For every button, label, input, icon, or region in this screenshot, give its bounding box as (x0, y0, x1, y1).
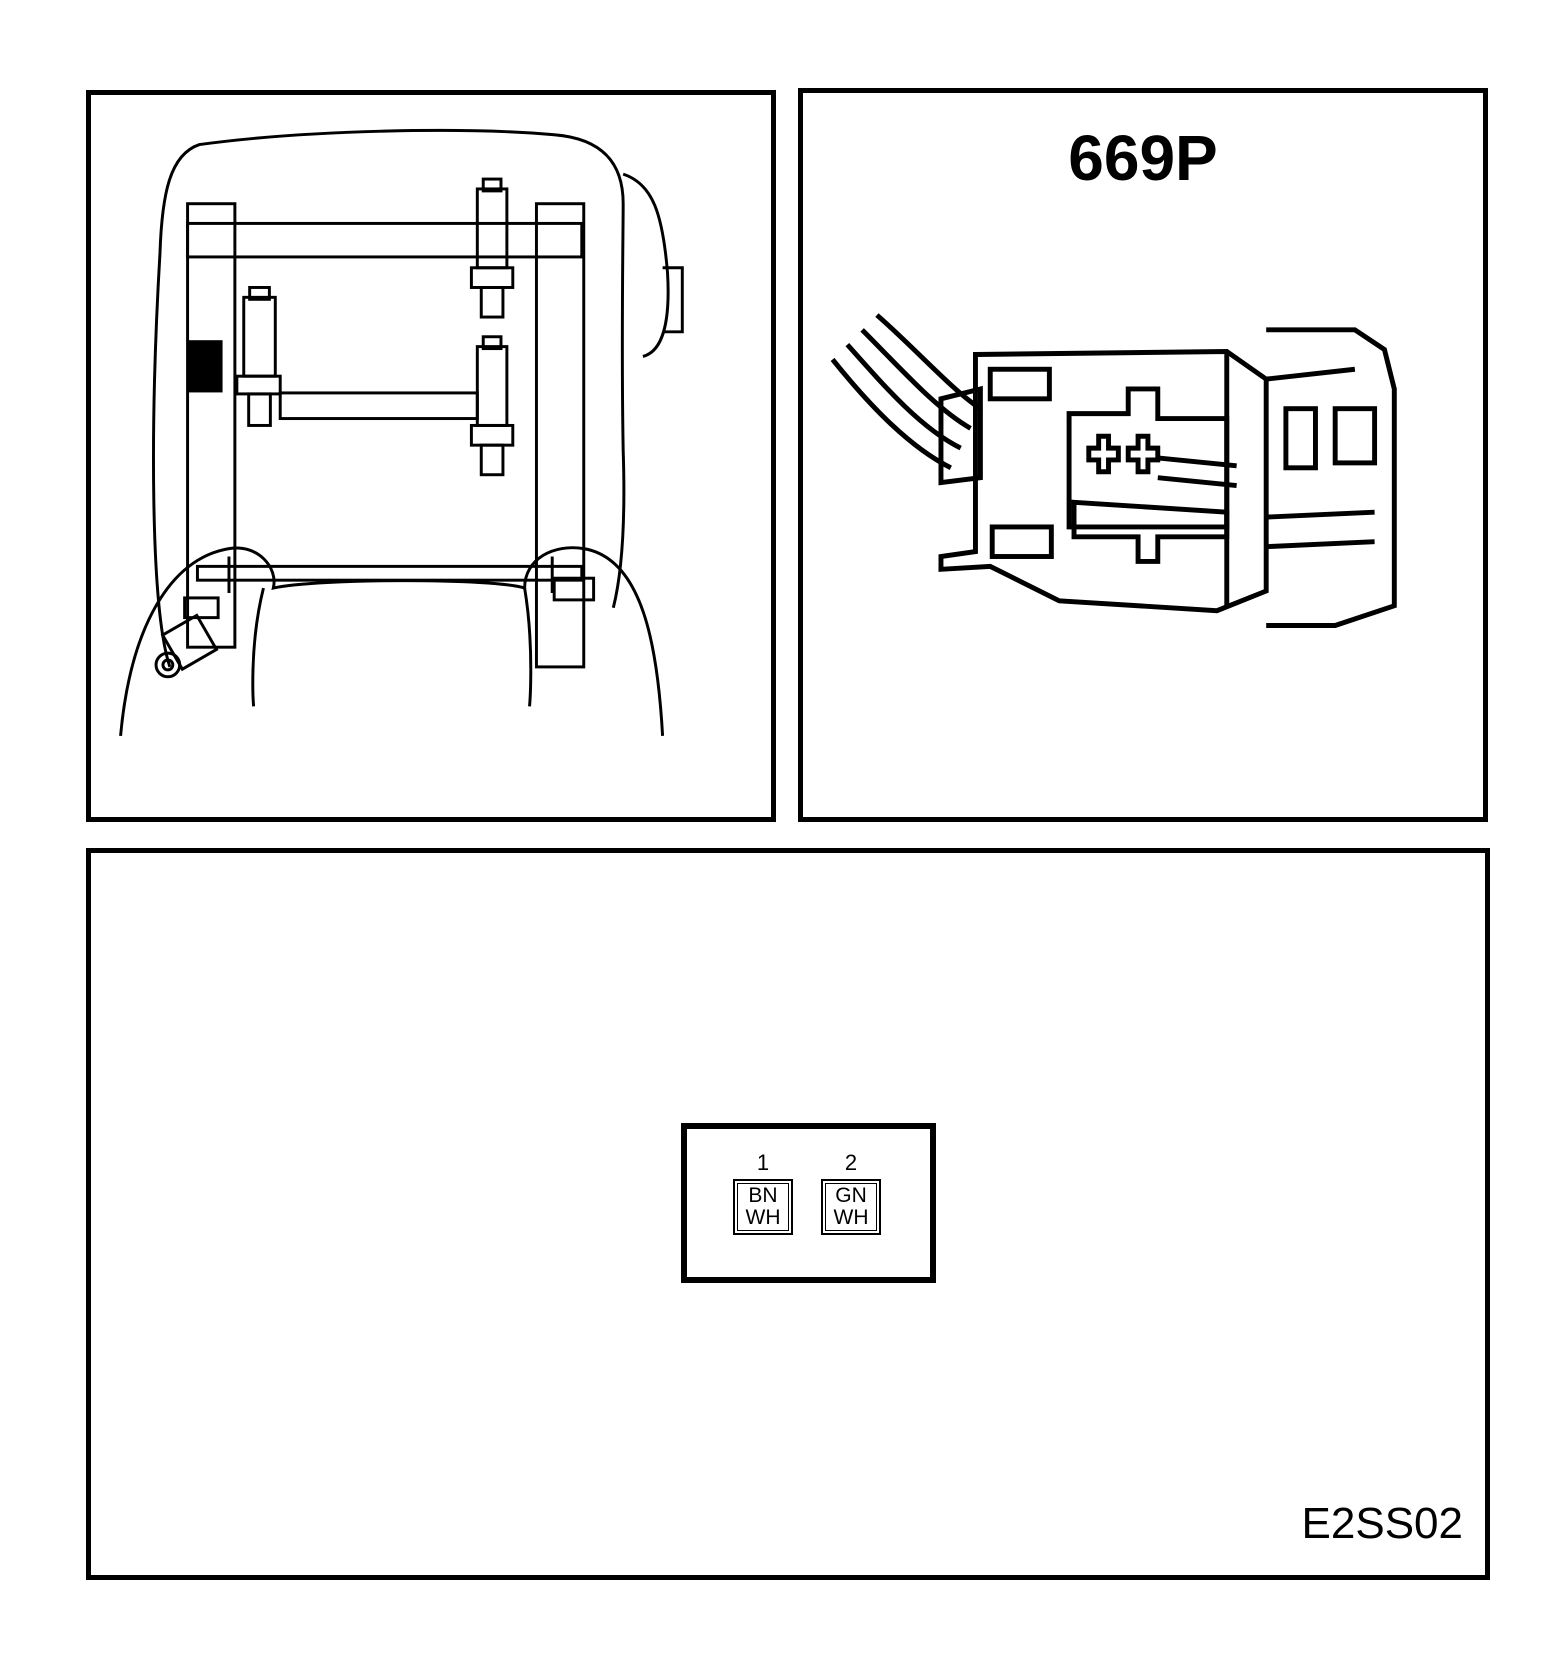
seat-location-panel (86, 90, 776, 822)
pin-number: 1 (756, 1150, 770, 1175)
connector-id-label: 669P (1068, 122, 1218, 194)
wire-color-secondary: WH (833, 1206, 869, 1229)
connector-panel: 669P (798, 88, 1488, 822)
pin-cavity: BN WH (733, 1179, 793, 1235)
wire-color-primary: BN (748, 1184, 778, 1207)
seat-frame-drawing (119, 128, 684, 737)
wire-color-primary: GN (835, 1184, 867, 1207)
connector-face: 1 BN WH 2 GN WH (681, 1123, 936, 1283)
connector-drawing (830, 313, 1397, 628)
wire-color-label: BN WH (737, 1183, 789, 1231)
pin-1: 1 BN WH (733, 1151, 793, 1235)
wire-color-label: GN WH (825, 1183, 877, 1231)
wire-color-secondary: WH (745, 1206, 781, 1229)
pin-2: 2 GN WH (821, 1151, 881, 1235)
pinout-panel: 1 BN WH 2 GN WH E2SS02 (86, 848, 1490, 1580)
pin-cavity: GN WH (821, 1179, 881, 1235)
figure-code: E2SS02 (1301, 1499, 1463, 1548)
pin-number: 2 (844, 1150, 858, 1175)
